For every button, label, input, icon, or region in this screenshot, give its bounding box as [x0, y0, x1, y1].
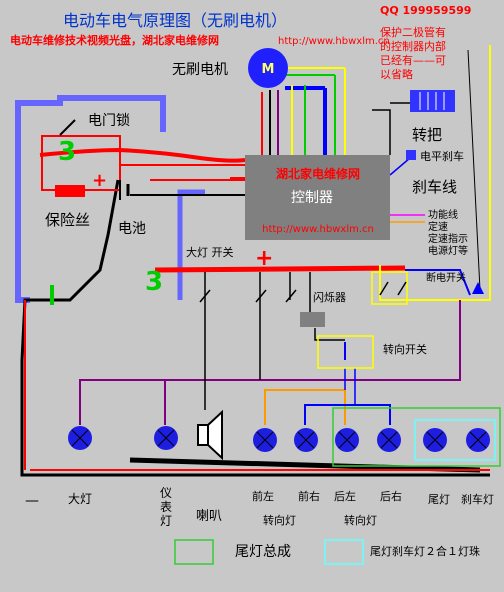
controller-box [245, 155, 390, 240]
label-rear-left: 后左 [334, 490, 356, 503]
turn-switch-box [317, 335, 374, 369]
diagram-title: 电动车电气原理图（无刷电机） [63, 11, 287, 30]
red-scribble-lock [39, 147, 246, 163]
door-lock-label: 电门锁 [88, 113, 130, 129]
promo-line: 电动车维修技术视频光盘，湖北家电维修网 [10, 33, 219, 47]
hl-switch-contact-2 [255, 289, 267, 303]
label-rear-right: 后右 [380, 489, 402, 503]
label-tail: 尾灯 [428, 493, 450, 506]
tail-lamp-cross [426, 431, 444, 449]
rear-right-lamp-cross [380, 431, 398, 449]
label-front-left: 前左 [252, 489, 274, 503]
horn-body [197, 424, 209, 446]
cutoff-switch-label: 断电开关 [426, 271, 466, 284]
note-line-4: 以省略 [380, 67, 413, 81]
note-line-2: 的控制器内部 [380, 39, 446, 53]
front-left-lamp-cross [256, 431, 274, 449]
blue-turn-wire [304, 404, 391, 425]
key-lock-switch [59, 119, 76, 136]
motor-circle [248, 48, 288, 88]
flasher-to-switch [314, 328, 345, 341]
note-line-1: 保护二极管有 [380, 25, 446, 39]
label-meter-2: 表 [160, 500, 172, 514]
grip-ridges [419, 92, 445, 110]
headlight-switch-label: 大灯 开关 [186, 245, 234, 259]
black-ground-loop [20, 179, 490, 477]
brake-lamp-cross [469, 431, 487, 449]
func-line-3: 定速指示 [428, 232, 468, 245]
black-ground-thick [129, 457, 481, 473]
minus-bottom: — [25, 493, 39, 509]
flasher-label: 闪烁器 [313, 290, 346, 304]
fuse-label: 保险丝 [45, 211, 90, 229]
legend-combo-swatch [324, 539, 364, 565]
controller-url: http://www.hbwxlm.cn [262, 224, 374, 235]
note-arrow [467, 49, 481, 291]
legend-assy-label: 尾灯总成 [235, 544, 291, 560]
right-blue-run [405, 269, 471, 296]
controller-name: 控制器 [291, 190, 333, 206]
headlight-lamp-cross [71, 429, 89, 447]
ebrake-dot [406, 150, 416, 160]
brake-line-label: 刹车线 [412, 178, 457, 196]
green-mark-3-bottom: 3 [145, 267, 163, 297]
cutoff-switch-contacts [379, 281, 407, 296]
turn-grip [410, 90, 455, 112]
turn-grip-label: 转把 [412, 126, 442, 144]
qq-contact: QQ 199959599 [380, 4, 471, 17]
right-yellow-run [379, 45, 491, 301]
label-front-turn: 转向灯 [263, 513, 296, 527]
battery-label: 电池 [118, 221, 146, 237]
cutoff-arrow [472, 282, 484, 294]
blue-harness-left [15, 95, 166, 303]
label-horn: 喇叭 [196, 509, 222, 524]
hl-switch-contact-3 [285, 289, 297, 303]
plus-bus: + [255, 246, 273, 271]
func-line-4: 电源灯等 [428, 244, 468, 257]
note-line-3: 已经有——可 [380, 53, 446, 67]
plus-battery: + [92, 170, 107, 191]
grip-wires [372, 102, 410, 155]
func-line-1: 功能线 [428, 208, 458, 221]
label-brake-light: 刹车灯 [461, 492, 494, 506]
meter-lamp-cross [157, 429, 175, 447]
label-meter-3: 灯 [160, 514, 172, 528]
green-mark-3-top: 3 [58, 137, 76, 167]
func-line-2: 定速 [428, 220, 448, 233]
turn-switch-label: 转向开关 [383, 342, 427, 356]
e-brake-label: 电平刹车 [420, 149, 464, 163]
turnswitch-down [344, 368, 356, 405]
tail-combo-outline [414, 419, 496, 461]
label-rear-turn: 转向灯 [344, 513, 377, 527]
flasher-box [300, 312, 325, 327]
cutoff-switch-box [371, 271, 408, 305]
red-power-bus [154, 265, 406, 273]
brake-wire-blue [389, 157, 411, 176]
blue-harness-controller [177, 189, 205, 300]
red-box-lock [41, 135, 121, 191]
legend-assy-swatch [174, 539, 214, 565]
promo-url: http://www.hbwxlm.cn [278, 36, 390, 47]
horn-cone [207, 409, 223, 461]
motor-symbol: M [262, 62, 275, 77]
controller-brand: 湖北家电维修网 [276, 166, 360, 181]
purple-light-bus [79, 300, 461, 425]
red-wire-down-left [24, 300, 490, 471]
legend-combo-label: 尾灯刹车灯２合１灯珠 [370, 544, 480, 558]
rear-left-lamp-cross [338, 431, 356, 449]
front-right-lamp-cross [297, 431, 315, 449]
label-meter-1: 仪 [160, 486, 172, 500]
hl-switch-contact-1 [199, 289, 211, 303]
motor-label: 无刷电机 [172, 62, 228, 78]
label-headlight: 大灯 [68, 492, 92, 506]
label-front-right: 前右 [298, 489, 320, 503]
tail-assy-outline [332, 407, 501, 467]
fuse-body [55, 185, 85, 197]
lamps-group [68, 426, 490, 452]
